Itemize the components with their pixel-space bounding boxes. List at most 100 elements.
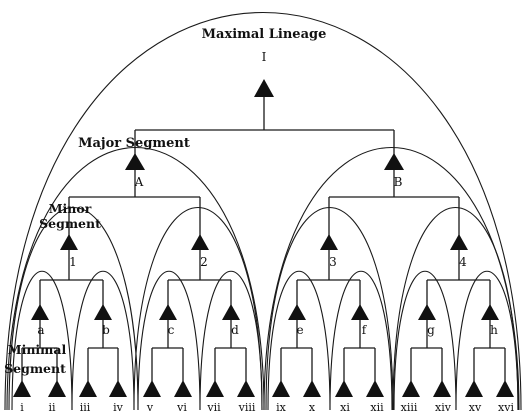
minimal-f-label: f [362, 323, 368, 337]
minor-4-bar [426, 279, 491, 306]
leaf-xvi-label: xvi [498, 401, 514, 414]
minimal-d-label: d [231, 323, 239, 337]
minimal-b-triangle [94, 304, 112, 320]
leaf-iii-triangle [79, 380, 97, 397]
leaf-vii-label: vii [206, 401, 221, 414]
level-labels: Maximal Lineage Major Segment Minor Segm… [4, 27, 326, 376]
minimal-b-bar [87, 347, 119, 381]
leaf-v-label: v [146, 401, 154, 414]
minimal-a-triangle [31, 304, 49, 320]
minimal-segment-arc-e [267, 271, 331, 411]
minor-4-label: 4 [459, 255, 467, 269]
minimal-segment-arc-d [199, 271, 263, 411]
major-b-label: B [394, 175, 403, 189]
minimal-segment-label-line2: Segment [4, 361, 66, 376]
minor-2-label: 2 [200, 255, 208, 269]
leaf-xiv-label: xiv [435, 401, 452, 414]
leaf-xi-label: xi [340, 401, 350, 414]
minimal-c-triangle [159, 304, 177, 320]
minimal-g-triangle [418, 304, 436, 320]
leaf-vii-triangle [206, 380, 224, 397]
minimal-segment-arc-b [71, 271, 135, 411]
minor-segment-label-line1: Minor [49, 201, 92, 216]
minimal-h-triangle [481, 304, 499, 320]
minimal-d-bar [214, 347, 247, 381]
leaf-iii-label: iii [80, 401, 91, 414]
minor-2-bar [167, 279, 232, 306]
minimal-a-bar [21, 347, 58, 381]
minimal-e-bar [280, 347, 313, 381]
leaf-ix-label: ix [276, 401, 287, 414]
leaf-ix-triangle [272, 380, 290, 397]
minor-segment-arc-4 [392, 206, 519, 411]
root-node-triangle [254, 79, 274, 97]
maximal-lineage-arc [4, 11, 522, 411]
leaf-xii-triangle [366, 380, 384, 397]
leaf-viii-triangle [237, 380, 255, 397]
node-labels: I A B 1 2 3 4 a b c d e f g h i ii iii i… [20, 50, 514, 414]
leaf-viii-label: viii [238, 401, 256, 414]
leaf-ii-triangle [48, 380, 66, 397]
lineage-nodes [13, 79, 514, 397]
leaf-xii-label: xii [370, 401, 384, 414]
minor-segment-label-line2: Segment [39, 216, 101, 231]
major-a-bar [68, 196, 201, 236]
minimal-h-label: h [490, 323, 498, 337]
leaf-xv-label: xv [469, 401, 482, 414]
minor-1-triangle [60, 234, 78, 250]
minor-3-bar [296, 279, 361, 306]
leaf-ii-label: ii [48, 401, 56, 414]
leaf-xiii-triangle [402, 380, 420, 397]
leaf-iv-triangle [109, 380, 127, 397]
minimal-segment-arc-c [137, 271, 201, 411]
maximal-lineage-label: Maximal Lineage [202, 27, 327, 42]
leaf-xiv-triangle [433, 380, 451, 397]
root-node-label: I [262, 50, 267, 64]
minimal-g-bar [410, 347, 443, 381]
major-a-label: A [134, 175, 144, 189]
minor-2-triangle [191, 234, 209, 250]
minor-3-triangle [320, 234, 338, 250]
minimal-c-label: c [168, 323, 175, 337]
leaf-vi-label: vi [176, 401, 187, 414]
root-bar [134, 129, 395, 155]
minimal-f-bar [343, 347, 376, 381]
minor-segment-arc-1 [8, 206, 139, 411]
leaf-i-triangle [13, 380, 31, 397]
minimal-segment-arc-a [11, 271, 73, 411]
minor-segment-arc-2 [133, 206, 263, 411]
minor-1-bar [39, 279, 104, 306]
minimal-f-triangle [351, 304, 369, 320]
minimal-e-triangle [288, 304, 306, 320]
minimal-segment-arc-h [455, 271, 519, 411]
minimal-b-label: b [102, 323, 110, 337]
major-b-bar [328, 196, 460, 236]
minimal-segment-label-line1: Minimal [8, 342, 67, 357]
minor-1-label: 1 [69, 255, 77, 269]
minimal-segment-arc-g [393, 271, 457, 411]
leaf-vi-triangle [174, 380, 192, 397]
major-segment-label: Major Segment [78, 136, 190, 151]
leaf-xvi-triangle [496, 380, 514, 397]
minimal-g-label: g [427, 323, 435, 337]
leaf-iv-label: iv [113, 401, 124, 414]
leaf-xi-triangle [335, 380, 353, 397]
minimal-c-bar [151, 347, 184, 381]
leaf-i-label: i [20, 401, 24, 414]
leaf-v-triangle [143, 380, 161, 397]
leaf-x-triangle [303, 380, 321, 397]
leaf-x-label: x [309, 401, 316, 414]
major-b-triangle [384, 153, 404, 170]
minor-3-label: 3 [329, 255, 337, 269]
minimal-h-bar [473, 347, 506, 381]
tree-connectors [21, 97, 506, 381]
major-a-triangle [125, 153, 145, 170]
minimal-d-triangle [222, 304, 240, 320]
minor-4-triangle [450, 234, 468, 250]
leaf-xv-triangle [465, 380, 483, 397]
minimal-segment-arc-f [329, 271, 393, 411]
minimal-e-label: e [296, 323, 303, 337]
leaf-xiii-label: xiii [401, 401, 418, 414]
minimal-a-label: a [37, 323, 44, 337]
